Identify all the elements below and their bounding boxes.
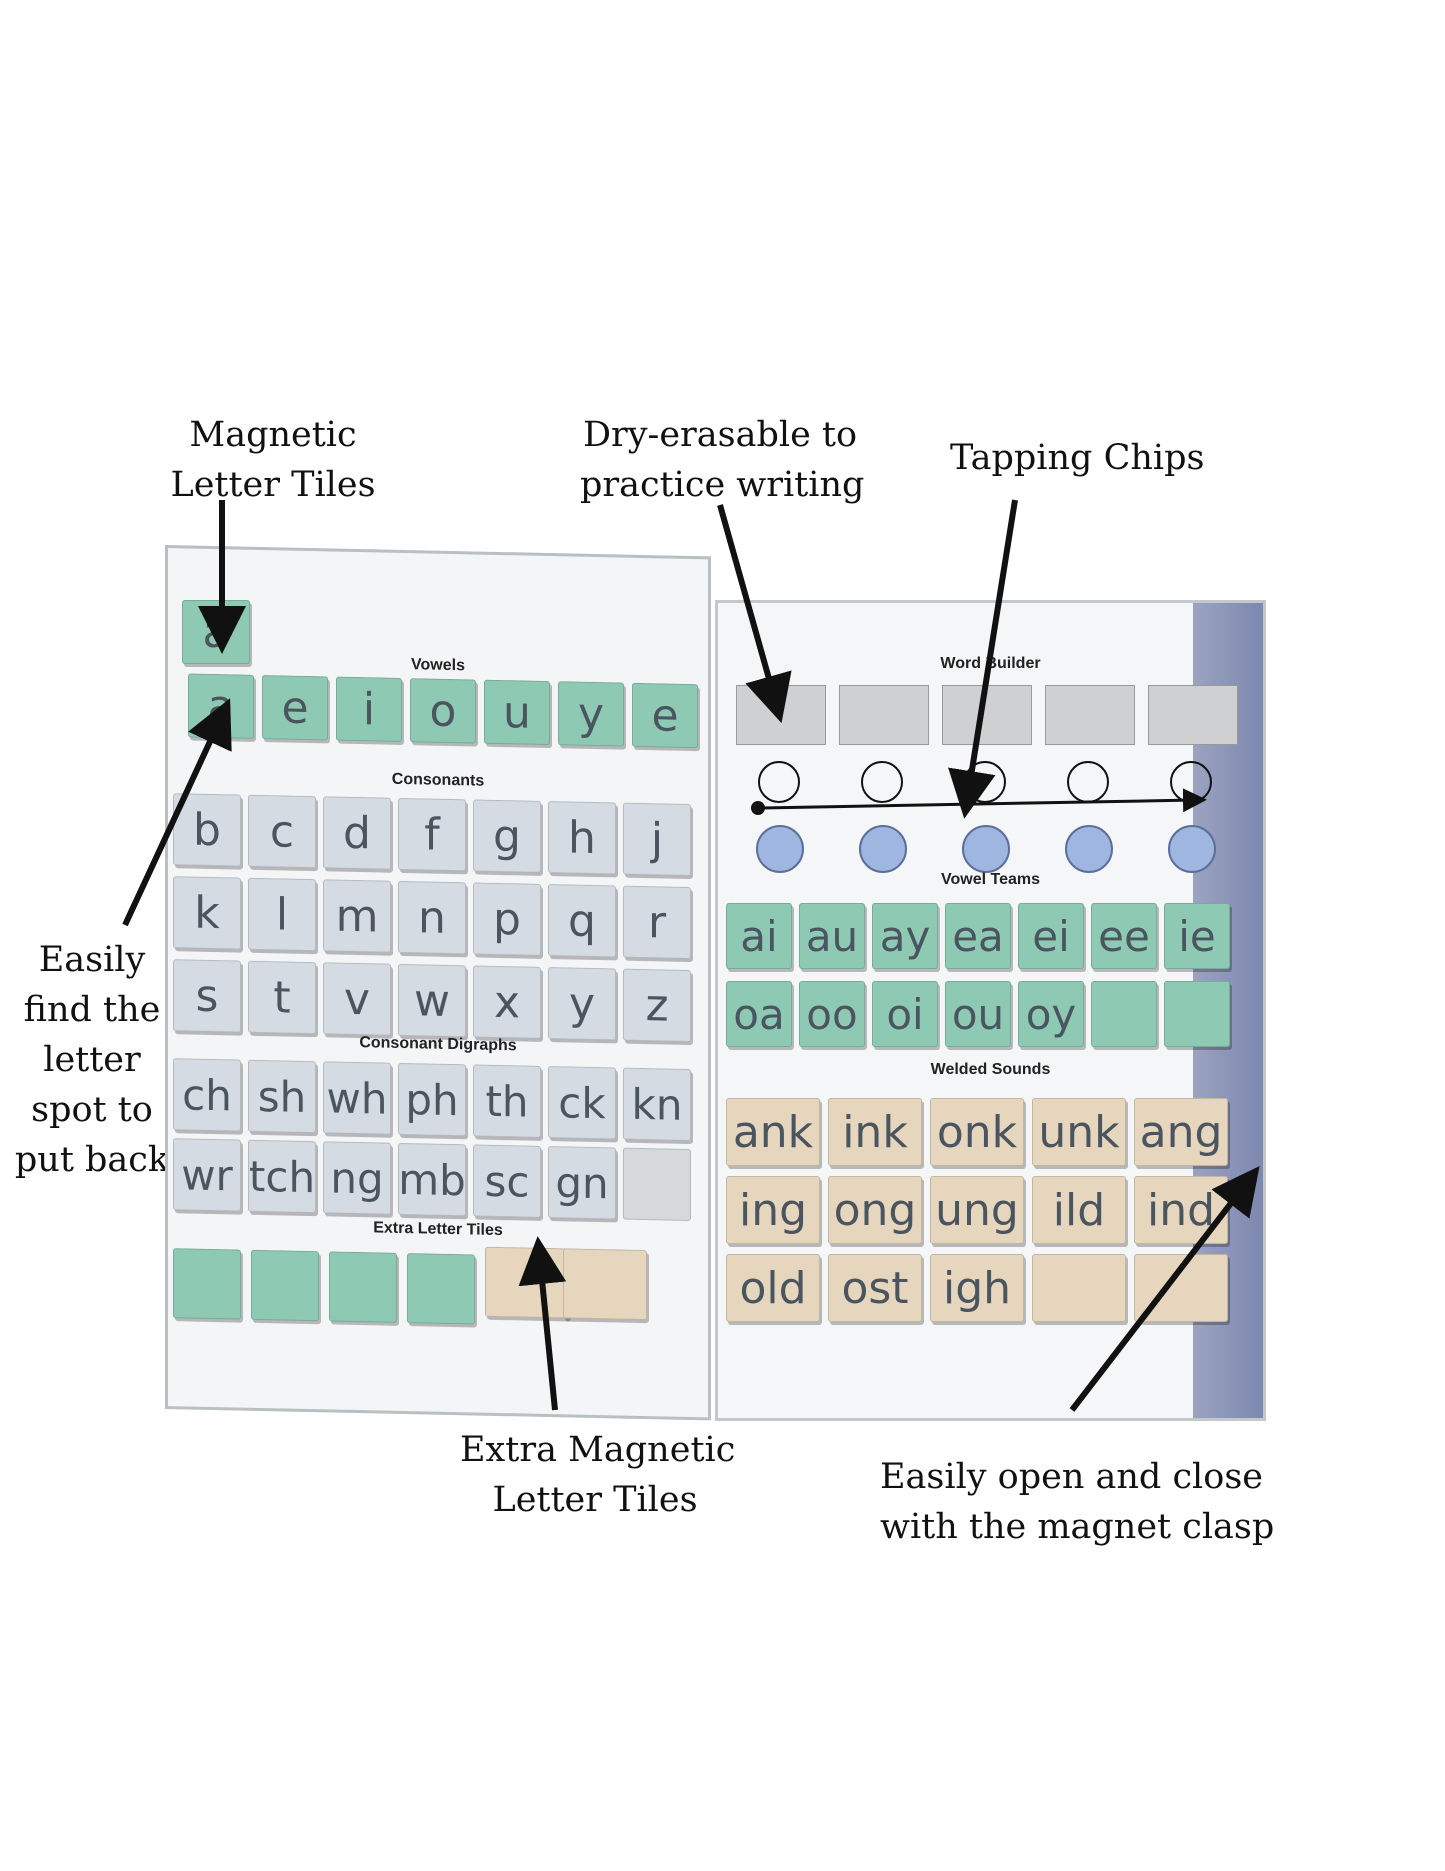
dry-erase-box[interactable] — [839, 685, 929, 745]
welded-sound-tile[interactable] — [1032, 1254, 1126, 1322]
vowel-team-tile[interactable]: ea — [945, 903, 1011, 969]
vowel-team-tile[interactable]: au — [799, 903, 865, 969]
vowel-team-tile[interactable]: ei — [1018, 903, 1084, 969]
welded-sound-tile[interactable]: igh — [930, 1254, 1024, 1322]
welded-sound-tile[interactable]: onk — [930, 1098, 1024, 1166]
welded-sound-tile[interactable]: ing — [726, 1176, 820, 1244]
vowel-team-tile[interactable]: oa — [726, 981, 792, 1047]
welded-sound-tile[interactable]: ild — [1032, 1176, 1126, 1244]
tapping-chip[interactable] — [1168, 825, 1216, 873]
arrow-to-write-box — [717, 504, 792, 724]
welded-sounds-title: Welded Sounds — [930, 1061, 1051, 1078]
vowel-team-tile[interactable] — [1164, 981, 1230, 1047]
callout-line: Letter Tiles — [492, 1480, 698, 1520]
vowel-team-tile[interactable]: ee — [1091, 903, 1157, 969]
vowel-team-tile[interactable] — [1091, 981, 1157, 1047]
dry-erase-box[interactable] — [1148, 685, 1238, 745]
callout-line: Dry-erasable to — [582, 415, 858, 455]
tapping-chip[interactable] — [756, 825, 804, 873]
callout-line: Tapping Chips — [950, 438, 1205, 478]
callout-magnet-clasp: Easily open and close with the magnet cl… — [880, 1452, 1275, 1552]
callout-line: Letter Tiles — [170, 465, 376, 505]
callout-line: spot to — [31, 1090, 153, 1130]
vowel-team-tile[interactable]: oi — [872, 981, 938, 1047]
vowel-team-tile[interactable]: ou — [945, 981, 1011, 1047]
arrow-to-tapping-line — [948, 499, 1018, 819]
arrow-to-extra-tiles — [518, 1236, 567, 1411]
welded-sound-tile[interactable]: ang — [1134, 1098, 1228, 1166]
arrow-to-clasp — [1069, 1165, 1260, 1412]
callout-line: Easily — [38, 940, 146, 980]
welded-sound-tile[interactable]: ong — [828, 1176, 922, 1244]
chip-spot-circle — [861, 761, 903, 803]
vowel-team-tile[interactable]: ai — [726, 903, 792, 969]
callout-extra-tiles: Extra Magnetic Letter Tiles — [460, 1425, 736, 1525]
dry-erase-box[interactable] — [1045, 685, 1135, 745]
vowel-team-tile[interactable]: ie — [1164, 903, 1230, 969]
callout-line: letter — [43, 1040, 141, 1080]
welded-sound-tile[interactable]: ink — [828, 1098, 922, 1166]
arrow-to-letter-spot — [122, 698, 232, 927]
callout-line: Easily open and close — [880, 1457, 1264, 1497]
vowel-team-tile[interactable]: oo — [799, 981, 865, 1047]
callout-line: Extra Magnetic — [460, 1430, 736, 1470]
welded-sound-tile[interactable]: ost — [828, 1254, 922, 1322]
callout-line: Magnetic — [189, 415, 357, 455]
welded-sound-tile[interactable]: unk — [1032, 1098, 1126, 1166]
callout-line: practice writing — [580, 465, 865, 505]
dry-erase-box[interactable] — [942, 685, 1032, 745]
chip-spot-circle — [758, 761, 800, 803]
callout-dry-erasable: Dry-erasable to practice writing — [580, 410, 865, 510]
tapping-chip[interactable] — [859, 825, 907, 873]
tapping-chip[interactable] — [962, 825, 1010, 873]
tapping-chip[interactable] — [1065, 825, 1113, 873]
tapping-line — [759, 788, 1207, 813]
callout-magnetic-letter-tiles: Magnetic Letter Tiles — [168, 410, 378, 510]
tapping-line-start-dot — [751, 801, 765, 815]
welded-sound-tile[interactable]: ung — [930, 1176, 1024, 1244]
callout-line: find the — [23, 990, 161, 1030]
vowel-teams-title: Vowel Teams — [941, 871, 1040, 888]
welded-sound-tile[interactable]: old — [726, 1254, 820, 1322]
vowel-team-tile[interactable]: ay — [872, 903, 938, 969]
callout-tapping-chips: Tapping Chips — [950, 433, 1205, 483]
callout-line: put back — [14, 1140, 170, 1180]
vowel-team-tile[interactable]: oy — [1018, 981, 1084, 1047]
callout-easily-find: Easily find the letter spot to put back — [12, 935, 172, 1185]
callout-line: with the magnet clasp — [880, 1507, 1275, 1547]
welded-sound-tile[interactable]: ank — [726, 1098, 820, 1166]
